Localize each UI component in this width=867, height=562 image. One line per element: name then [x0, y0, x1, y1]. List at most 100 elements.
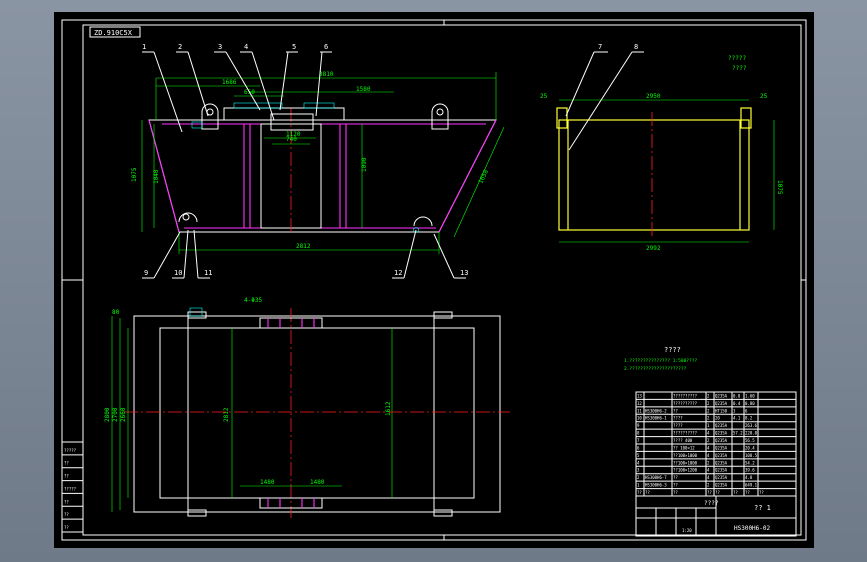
bom-cell-qty: 2	[707, 483, 710, 488]
bom-cell-name: ??100×1200	[673, 468, 698, 473]
strip-label: ??	[64, 461, 69, 466]
bom-cell-qty: 4	[707, 475, 710, 480]
balloon-2: 2	[178, 43, 182, 51]
balloon-4: 4	[244, 43, 248, 51]
bom-cell-qty: 2	[707, 416, 710, 421]
bom-cell-mat: Q235A	[715, 453, 728, 458]
bom-cell-no: 9	[637, 423, 640, 428]
bom-cell-name: ???? 400	[673, 438, 693, 443]
bom-cell-code: HS300H6-2	[645, 408, 667, 413]
dim-1090: 1090	[361, 157, 368, 172]
bom-cell-mat: 20	[715, 416, 720, 421]
bom-cell-name: ?? 100×12	[673, 445, 695, 450]
drawing-canvas: ZD.910C5X 3810	[61, 19, 807, 541]
dim-1658: 1658	[477, 168, 490, 184]
tech-notes-heading: ????	[664, 346, 681, 354]
bom-cell-t: 108.5	[745, 453, 758, 458]
bom-cell-no: 5	[637, 453, 640, 458]
bom-cell-no: 1	[637, 483, 640, 488]
bom-cell-name: ??	[673, 475, 678, 480]
plan-view: 4-Φ35 2800 2700 2660 2812 1612 80 1480 1…	[104, 297, 510, 518]
front-view: 3810 1686 1580 650 1120 740 1075 1040 10…	[131, 43, 505, 279]
bom-cell-mat: Q235A	[715, 431, 728, 436]
bom-cell-w: 0.8	[733, 393, 741, 398]
bom-cell-qty: 2	[707, 438, 710, 443]
balloon-11: 11	[204, 269, 212, 277]
dim-2992: 2992	[646, 245, 661, 252]
dim-2800: 2800	[104, 407, 111, 422]
dim-2660: 2660	[120, 407, 127, 422]
strip-label: ??	[64, 512, 69, 517]
bom-header-mat: ??	[715, 490, 720, 495]
bom-cell-code: HS300H6-1	[645, 416, 667, 421]
bom-cell-mat: Q235A	[715, 475, 728, 480]
bom-header-note: ??	[759, 490, 764, 495]
title-block: ?? 1 ???? 1:20 HS300H6-02	[635, 495, 797, 537]
bom-cell-no: 3	[637, 468, 640, 473]
bom-header-qty: ??	[707, 490, 712, 495]
bom-cell-t: 228.8	[745, 431, 758, 436]
bom-cell-mat: Q235A	[715, 468, 728, 473]
bom-cell-mat: Q235A	[715, 438, 728, 443]
dim-holes: 4-Φ35	[244, 297, 262, 304]
bom-cell-qty: 2	[707, 393, 710, 398]
bom-cell-qty: 2	[707, 401, 710, 406]
bom-cell-t: 39.6	[745, 468, 755, 473]
dim-2700: 2700	[112, 407, 119, 422]
bom-cell-name: ??	[673, 483, 678, 488]
title-scale: 1:20	[682, 528, 692, 533]
balloon-12: 12	[394, 269, 402, 277]
dim-1612: 1612	[385, 401, 392, 416]
balloon-7: 7	[598, 43, 602, 51]
bom-cell-t: 8.2	[745, 416, 753, 421]
bom-cell-no: 6	[637, 445, 640, 450]
bom-cell-no: 7	[637, 438, 640, 443]
bom-cell-t: 56.5	[745, 438, 755, 443]
cad-viewport[interactable]: ZD.910C5X 3810	[54, 12, 814, 548]
bom-header-code: ??	[645, 490, 650, 495]
bom-cell-qty: 4	[707, 468, 710, 473]
bom-cell-name: ????	[673, 423, 683, 428]
bom-cell-mat: Q235A	[715, 393, 728, 398]
dim-1480-left: 1480	[260, 479, 275, 486]
tech-note-1: 1.??????????????? 1:500????	[624, 358, 697, 364]
drawing-code: ZD.910C5X	[94, 29, 133, 37]
bom-cell-name: ??????????	[673, 393, 698, 398]
dim-740: 740	[286, 136, 297, 143]
revision-strip: ????????????????????	[61, 441, 84, 533]
balloon-9: 9	[144, 269, 148, 277]
dim-1120: 1120	[286, 131, 301, 138]
bom-cell-mat: Q235A	[715, 423, 728, 428]
bom-cell-t: 4.8	[745, 475, 753, 480]
bom-cell-mat: Q235A	[715, 401, 728, 406]
bom-cell-name: ??100×1000	[673, 453, 698, 458]
bom-cell-w: 57.2	[733, 431, 743, 436]
dim-25-right: 25	[760, 93, 768, 100]
bom-cell-t: 20.4	[745, 445, 755, 450]
dim-1686: 1686	[222, 79, 237, 86]
balloon-3: 3	[218, 43, 222, 51]
bom-cell-no: 8	[637, 431, 640, 436]
bom-cell-no: 2	[637, 475, 640, 480]
bom-header-name: ??	[673, 490, 678, 495]
bom-cell-code: HS300H6-7	[645, 475, 667, 480]
dim-1040: 1040	[153, 169, 160, 184]
drawing-code-box	[89, 26, 141, 38]
bom-cell-name: ??????????	[673, 401, 698, 406]
dim-2950: 2950	[646, 93, 661, 100]
bom-cell-mat: HT150	[715, 408, 728, 413]
balloon-1: 1	[142, 43, 146, 51]
bom-cell-mat: Q235A	[715, 445, 728, 450]
bom-cell-mat: Q235A	[715, 460, 728, 465]
bom-header-no: ??	[637, 490, 642, 495]
bom-cell-qty: 1	[707, 423, 710, 428]
bom-cell-name: ??	[673, 408, 678, 413]
strip-label: ??	[64, 499, 69, 504]
bom-cell-no: 12	[637, 401, 642, 406]
note-top-right-2: ????	[732, 65, 747, 72]
tech-note-2: 2.?????????????????????	[624, 366, 687, 372]
dim-1075-side: 1075	[776, 180, 783, 195]
bom-cell-name: ????	[673, 416, 683, 421]
bom-cell-qty: 4	[707, 453, 710, 458]
